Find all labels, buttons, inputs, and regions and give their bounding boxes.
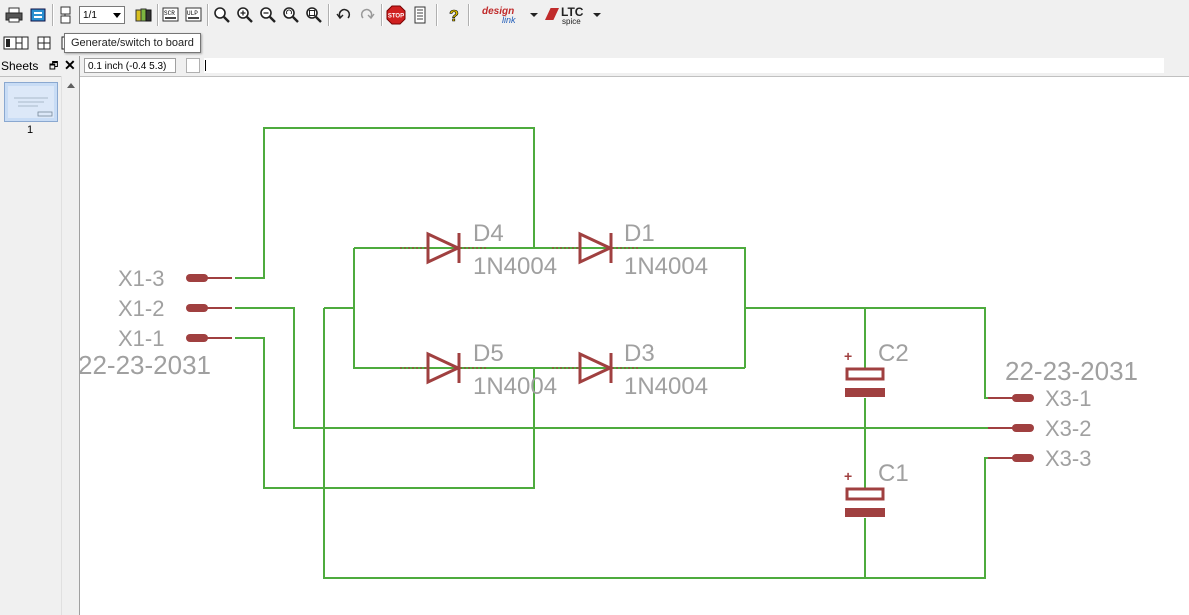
diode-d1[interactable]: D1 1N4004 [552, 220, 708, 280]
zoom-fit-icon[interactable] [212, 5, 232, 25]
connector-x1[interactable]: X1-3 X1-2 X1-1 22-23-2031 [80, 266, 232, 380]
toolbar-separator [207, 4, 209, 26]
command-option-box[interactable] [186, 58, 200, 73]
design-link-button[interactable]: design link [480, 5, 526, 25]
schematic-canvas[interactable]: X1-3 X1-2 X1-1 22-23-2031 22-23-2031 X3-… [80, 77, 1189, 615]
pin-label-x1-3: X1-3 [118, 266, 164, 291]
wire [235, 127, 535, 279]
sheet-view-icon[interactable] [0, 33, 20, 53]
diode-d5[interactable]: D5 1N4004 [400, 340, 557, 400]
toolbar-separator [468, 4, 470, 26]
script-icon[interactable]: SCR [161, 5, 181, 25]
diode-d3-value: 1N4004 [624, 373, 708, 400]
diode-d3[interactable]: D3 1N4004 [552, 340, 708, 400]
diode-d3-name: D3 [624, 340, 655, 367]
sheet-thumbnail-preview [8, 86, 54, 118]
toolbar-separator [381, 4, 383, 26]
print-icon[interactable] [4, 5, 24, 25]
help-glyph: ? [449, 8, 459, 24]
pin-label-x1-2: X1-2 [118, 296, 164, 321]
toolbar-separator [436, 4, 438, 26]
pin-label-x3-2: X3-2 [1045, 416, 1091, 441]
wire [235, 307, 1015, 429]
board-view-icon[interactable] [12, 33, 32, 53]
ltc-spice-line1: LTC [561, 5, 584, 19]
svg-text:ULP: ULP [187, 10, 198, 17]
zoom-select-icon[interactable] [304, 5, 324, 25]
tooltip: Generate/switch to board [64, 33, 201, 53]
command-bar: 0.1 inch (-0.4 5.3) [80, 56, 1189, 77]
design-link-line1: design [482, 6, 515, 17]
ulp-icon[interactable]: ULP [184, 5, 204, 25]
cam-icon[interactable] [28, 5, 48, 25]
stop-icon[interactable]: STOP [386, 5, 406, 25]
chevron-down-icon[interactable] [530, 13, 538, 17]
coordinate-display: 0.1 inch (-0.4 5.3) [84, 58, 176, 73]
stop-label: STOP [388, 14, 404, 20]
toolbar-separator [52, 4, 54, 26]
wire [353, 248, 745, 369]
zoom-out-icon[interactable] [258, 5, 278, 25]
sheets-title: Sheets [1, 59, 39, 73]
main-toolbar: 1/1 SCR ULP STOP ? design [0, 0, 1189, 31]
grid-view-icon[interactable] [34, 33, 54, 53]
redo-icon[interactable] [357, 5, 377, 25]
ltc-spice-button[interactable]: LTC spice [545, 5, 591, 26]
capacitor-c1-polarity: + [844, 468, 852, 484]
sheets-scrollbar[interactable] [61, 76, 79, 615]
ltc-logo-icon [545, 8, 559, 20]
zoom-in-icon[interactable] [235, 5, 255, 25]
sheet-select[interactable]: 1/1 [79, 6, 125, 24]
zoom-redraw-icon[interactable] [281, 5, 301, 25]
text-caret [205, 60, 206, 71]
go-icon[interactable] [410, 5, 430, 25]
sheet-select-value: 1/1 [83, 10, 97, 21]
diode-d4[interactable]: D4 1N4004 [400, 220, 557, 280]
sheet-thumbnail[interactable] [4, 82, 58, 122]
sheets-panel: Sheets 🗗 ✕ 1 [0, 56, 80, 615]
diode-d5-name: D5 [473, 340, 504, 367]
toolbar-separator [328, 4, 330, 26]
capacitor-c2-polarity: + [844, 348, 852, 364]
chevron-down-icon[interactable] [593, 13, 601, 17]
pin-label-x3-3: X3-3 [1045, 446, 1091, 471]
diode-d4-value: 1N4004 [473, 253, 557, 280]
capacitor-c2-name: C2 [878, 340, 909, 367]
capacitor-c1[interactable]: + C1 [844, 460, 909, 517]
layer-book-icon[interactable] [134, 5, 154, 25]
undo-icon[interactable] [334, 5, 354, 25]
restore-icon[interactable]: 🗗 [49, 61, 59, 72]
sheets-header: Sheets 🗗 ✕ [0, 56, 79, 77]
connector-x3-value: 22-23-2031 [1005, 356, 1138, 386]
diode-d5-value: 1N4004 [473, 373, 557, 400]
sheet-number: 1 [26, 124, 34, 136]
capacitor-c1-name: C1 [878, 460, 909, 487]
sheet-stack-icon[interactable] [56, 5, 76, 25]
chevron-down-icon [113, 13, 121, 18]
connector-x1-value: 22-23-2031 [80, 350, 211, 380]
diode-d1-value: 1N4004 [624, 253, 708, 280]
toolbar-separator [157, 4, 159, 26]
close-icon[interactable]: ✕ [64, 57, 76, 73]
pin-label-x1-1: X1-1 [118, 326, 164, 351]
diode-d1-name: D1 [624, 220, 655, 247]
design-link-line2: link [502, 15, 516, 25]
scroll-up-icon[interactable] [67, 83, 75, 88]
capacitor-c2[interactable]: + C2 [844, 340, 909, 397]
diode-d4-name: D4 [473, 220, 504, 247]
ltc-spice-line2: spice [562, 17, 581, 26]
command-input[interactable] [204, 58, 1164, 73]
connector-x3[interactable]: 22-23-2031 X3-1 X3-2 X3-3 [988, 356, 1138, 471]
wire [323, 308, 1015, 579]
pin-label-x3-1: X3-1 [1045, 386, 1091, 411]
help-icon[interactable]: ? [444, 5, 464, 25]
svg-text:SCR: SCR [164, 10, 175, 17]
wire [235, 337, 535, 489]
